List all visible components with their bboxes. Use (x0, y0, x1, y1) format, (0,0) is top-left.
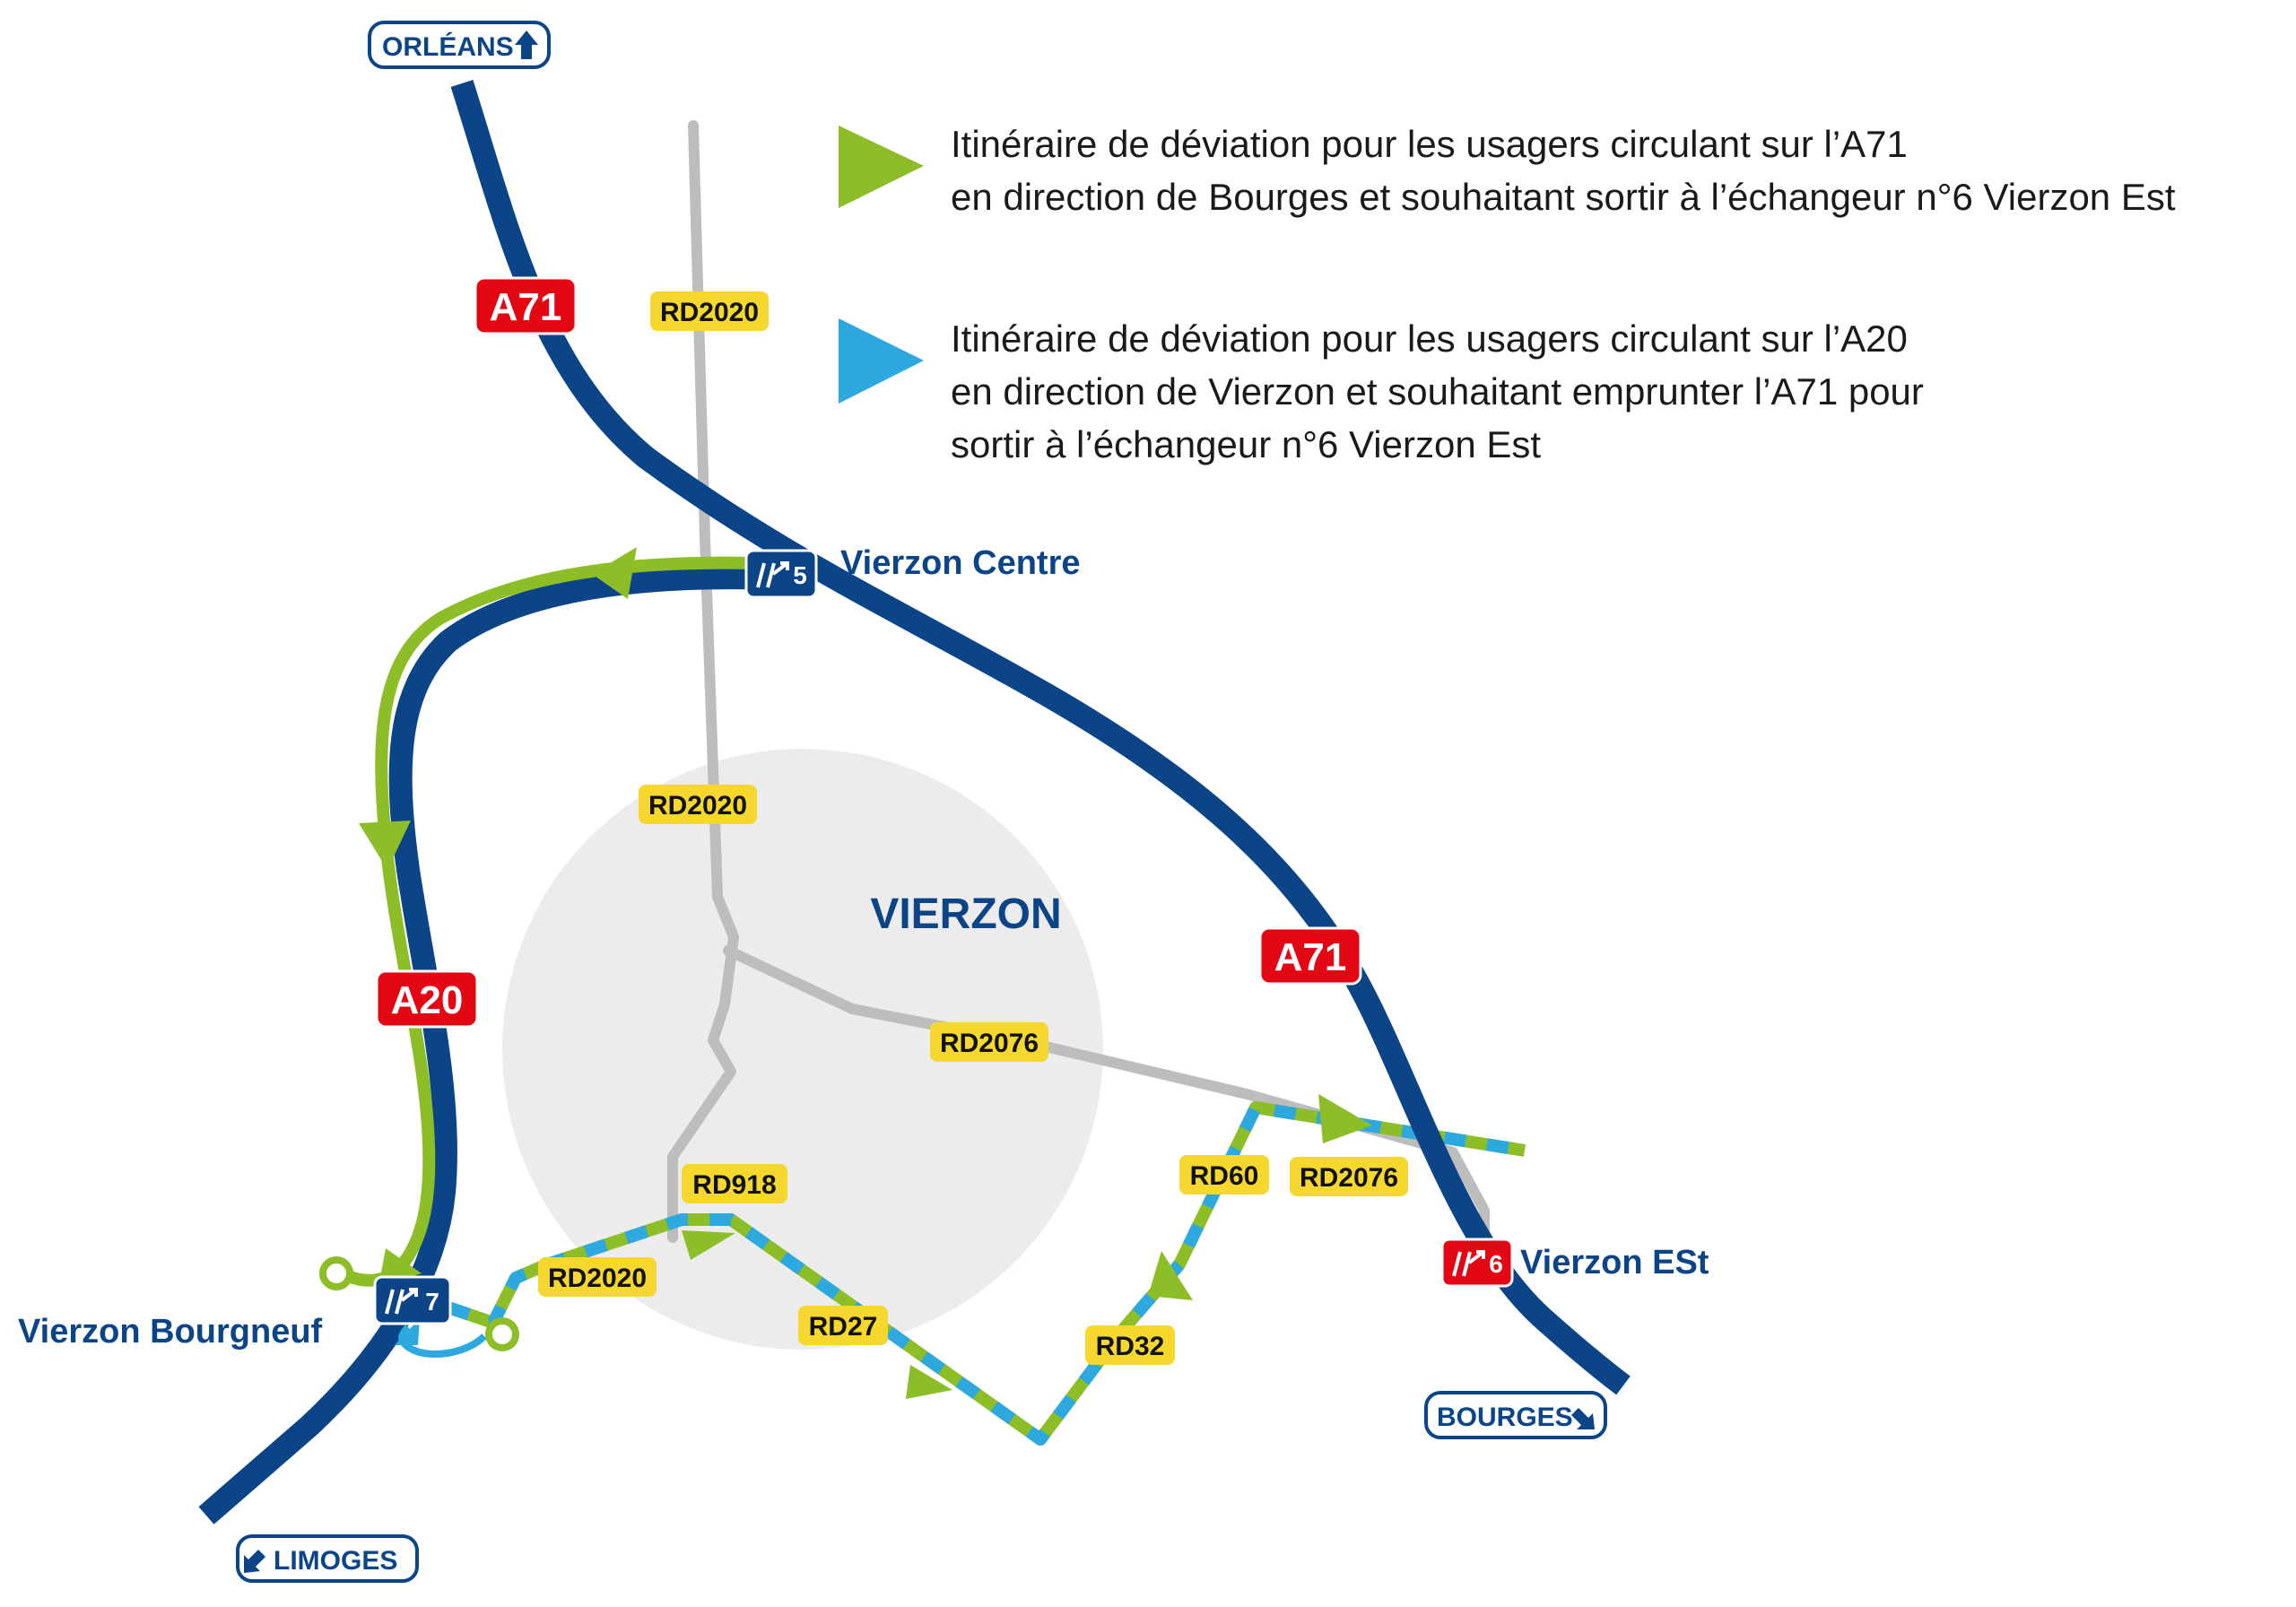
exit6-name: Vierzon ESt (1520, 1244, 1709, 1281)
svg-text:ORLÉANS: ORLÉANS (382, 31, 514, 62)
legend-blue-line-2: en direction de Vierzon et souhaitant em… (951, 370, 1924, 413)
svg-text:RD2020: RD2020 (548, 1264, 647, 1293)
city-name: VIERZON (870, 890, 1061, 938)
exit-icon (1452, 1250, 1485, 1277)
rd2020-center-badge: RD2020 (639, 785, 757, 824)
rd918-badge: RD918 (682, 1164, 787, 1203)
svg-text:5: 5 (793, 561, 807, 589)
vierzon-town-area (502, 749, 1103, 1350)
blue-triangle-icon (839, 318, 924, 404)
a20-badge: A20 (375, 969, 479, 1029)
arrow-down-left-icon (244, 1550, 265, 1573)
destination-bourges: BOURGES (1424, 1391, 1607, 1439)
motorway-badges: A71 A71 A20 (375, 276, 1362, 1029)
arrow-east-rd918-icon (682, 1230, 735, 1260)
svg-text:A20: A20 (391, 978, 464, 1022)
arrow-up-icon (515, 30, 538, 59)
exit-icon (385, 1288, 418, 1315)
arrow-west-icon (592, 547, 637, 599)
roundabout-west (319, 1256, 353, 1290)
legend-green-line-2: en direction de Bourges et souhaitant so… (951, 176, 2176, 218)
arrow-down-right-icon (1571, 1408, 1595, 1429)
rd-badges: RD2020 RD2020 RD2076 RD918 RD2020 RD27 R… (538, 291, 1408, 1365)
a71-north-badge: A71 (474, 276, 578, 335)
exit7-name: Vierzon Bourgneuf (18, 1313, 323, 1351)
exit7-badge: 7 (373, 1275, 452, 1325)
rd2076-center-badge: RD2076 (930, 1022, 1048, 1062)
arrow-southeast-rd27-icon (906, 1365, 952, 1399)
rd2076-east-badge: RD2076 (1290, 1157, 1408, 1196)
rd2020-south-badge: RD2020 (538, 1257, 657, 1297)
exit5-badge: 5 (744, 549, 818, 599)
svg-text:BOURGES: BOURGES (1437, 1403, 1573, 1432)
rd2076-road (723, 945, 1490, 1243)
arrow-south-icon (359, 821, 411, 870)
exit-icon (756, 561, 789, 588)
destination-limoges: LIMOGES (236, 1534, 419, 1583)
a71-south-badge: A71 (1258, 926, 1362, 986)
legend-blue-line-1: Itinéraire de déviation pour les usagers… (951, 317, 1908, 360)
arrow-east-rd2076-icon (1318, 1094, 1372, 1143)
uturn-arrow-icon (398, 1325, 487, 1358)
destination-orleans: ORLÉANS (368, 21, 551, 69)
exit5-name: Vierzon Centre (840, 544, 1080, 582)
legend-green-line-1: Itinéraire de déviation pour les usagers… (951, 123, 1908, 165)
departmental-roads (667, 120, 1490, 1243)
svg-text:RD60: RD60 (1190, 1161, 1259, 1191)
legend: Itinéraire de déviation pour les usagers… (839, 123, 2176, 465)
svg-text:RD2020: RD2020 (648, 791, 747, 821)
rd32-badge: RD32 (1085, 1325, 1175, 1365)
svg-text:A71: A71 (490, 285, 562, 329)
legend-blue-line-3: sortir à l’échangeur n°6 Vierzon Est (951, 423, 1541, 465)
svg-text:RD2076: RD2076 (1300, 1163, 1398, 1193)
svg-text:RD32: RD32 (1096, 1332, 1165, 1361)
rd27-badge: RD27 (798, 1306, 888, 1345)
svg-text:RD2020: RD2020 (660, 298, 759, 327)
detour-route-shared (446, 1101, 1526, 1446)
green-triangle-icon (839, 126, 924, 208)
arrow-northeast-rd32-icon (1148, 1251, 1193, 1300)
svg-text:7: 7 (425, 1288, 439, 1316)
rd60-badge: RD60 (1179, 1155, 1269, 1194)
svg-text:RD2076: RD2076 (940, 1029, 1039, 1058)
detour-route-green (330, 556, 760, 1287)
svg-text:RD918: RD918 (692, 1170, 776, 1200)
svg-text:6: 6 (1489, 1250, 1503, 1278)
rd2020-north-badge: RD2020 (650, 291, 769, 331)
svg-text:RD27: RD27 (809, 1312, 878, 1342)
svg-text:LIMOGES: LIMOGES (274, 1546, 397, 1576)
exit6-badge: 6 (1440, 1238, 1514, 1288)
rd2020-road (667, 120, 739, 1243)
svg-text:A71: A71 (1274, 935, 1347, 979)
roundabout-east (485, 1317, 519, 1351)
